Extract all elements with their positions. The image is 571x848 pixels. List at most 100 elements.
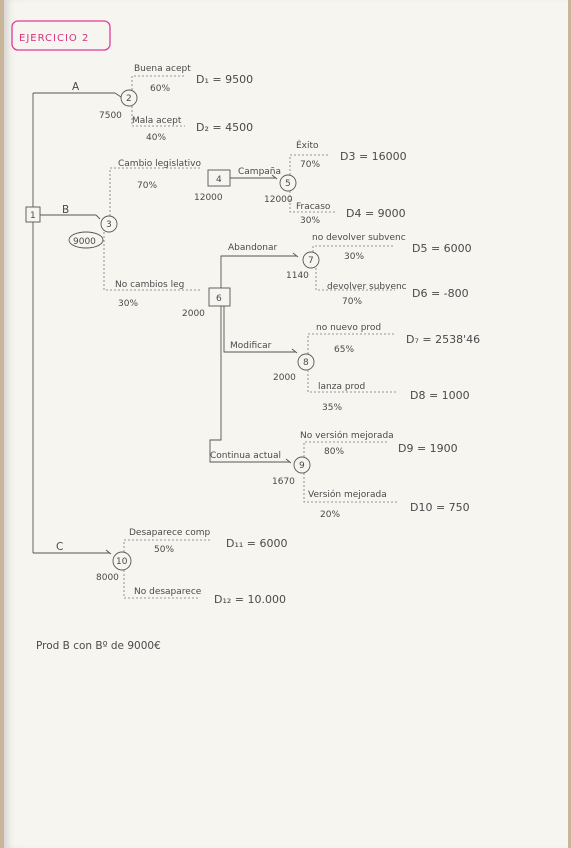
node-8-value: 2000 — [273, 373, 296, 383]
mala-acept-result: D₂ = 4500 — [196, 121, 253, 134]
no-cambios-label: No cambios leg — [115, 280, 184, 290]
no-nuevo-prob: 65% — [334, 345, 354, 355]
no-nuevo-result: D₇ = 2538'46 — [406, 333, 480, 346]
campana-arrow — [271, 174, 278, 180]
node-9-value: 1670 — [272, 477, 295, 487]
exito-label: Éxito — [296, 139, 319, 151]
campana-label: Campaña — [238, 167, 281, 177]
exito-result: D3 = 16000 — [340, 150, 407, 163]
no-devolver-prob: 30% — [344, 252, 364, 262]
no-cambios-prob: 30% — [118, 299, 138, 309]
node-9-label: 9 — [299, 461, 305, 471]
fracaso-prob: 30% — [300, 216, 320, 226]
branch-c-arrow — [105, 549, 112, 555]
continuar-line — [209, 306, 290, 463]
devolver-line — [315, 268, 395, 291]
version-result: D10 = 750 — [410, 501, 470, 514]
branch-c-label: C — [56, 541, 63, 553]
node-8-label: 8 — [303, 358, 309, 368]
lanza-line — [307, 370, 398, 393]
node-1-label: 1 — [30, 211, 36, 221]
exito-prob: 70% — [300, 160, 320, 170]
title-badge: EJERCICIO 2 — [11, 20, 111, 51]
fracaso-label: Fracaso — [296, 202, 331, 212]
lanza-label: lanza prod — [318, 382, 365, 392]
branch-a-arrow — [114, 92, 122, 98]
devolver-label: devolver subvenc — [327, 282, 407, 292]
no-nuevo-label: no nuevo prod — [316, 323, 381, 333]
no-devolver-result: D5 = 6000 — [412, 242, 472, 255]
cambio-leg-line — [109, 167, 200, 216]
fracaso-result: D4 = 9000 — [346, 207, 406, 220]
buena-acept-result: D₁ = 9500 — [196, 73, 253, 86]
chance-node-2 — [120, 89, 138, 107]
buena-acept-line — [131, 75, 185, 90]
node-10-value: 8000 — [96, 573, 119, 583]
no-version-label: No versión mejorada — [300, 430, 394, 441]
node-5-value: 12000 — [264, 195, 293, 205]
decision-node-6 — [208, 287, 231, 307]
fracaso-line — [289, 191, 335, 213]
buena-acept-label: Buena acept — [134, 64, 191, 74]
abandonar-arrow — [292, 252, 299, 258]
devolver-prob: 70% — [342, 297, 362, 307]
chance-node-10 — [112, 551, 132, 571]
no-desaparece-line — [123, 570, 200, 599]
no-devolver-label: no devolver subvenc — [312, 233, 406, 243]
lanza-result: D8 = 1000 — [410, 389, 470, 402]
no-version-result: D9 = 1900 — [398, 442, 458, 455]
no-desaparece-result: D₁₂ = 10.000 — [214, 593, 286, 606]
node-2-value: 7500 — [99, 111, 122, 121]
no-version-line — [303, 441, 388, 457]
paper-sheet — [4, 0, 568, 848]
modificar-arrow — [291, 348, 298, 354]
node-5-label: 5 — [285, 179, 291, 189]
node-6-label: 6 — [216, 294, 222, 304]
chance-node-5 — [279, 174, 297, 192]
no-cambios-line — [103, 232, 200, 291]
node-3-value: 9000 — [73, 237, 96, 247]
chance-node-3 — [100, 215, 118, 233]
node-6-value: 2000 — [182, 309, 205, 319]
lanza-prob: 35% — [322, 403, 342, 413]
continuar-label: Continua actual — [210, 451, 281, 461]
no-version-prob: 80% — [324, 447, 344, 457]
no-devolver-line — [312, 245, 395, 252]
abandonar-line — [220, 255, 297, 288]
devolver-result: D6 = -800 — [412, 287, 469, 300]
no-desaparece-label: No desaparece — [134, 587, 202, 597]
cambio-leg-label: Cambio legislativo — [118, 159, 201, 169]
version-label: Versión mejorada — [308, 489, 387, 500]
branch-b-arrow — [95, 214, 101, 220]
node-3-value-circle — [68, 231, 104, 249]
buena-acept-prob: 60% — [150, 84, 170, 94]
node-7-value: 1140 — [286, 271, 309, 281]
no-nuevo-line — [307, 333, 395, 354]
abandonar-label: Abandonar — [228, 243, 278, 253]
chance-node-7 — [302, 251, 320, 269]
node-3-label: 3 — [106, 220, 112, 230]
modificar-label: Modificar — [230, 341, 272, 351]
mala-acept-label: Mala acept — [132, 116, 182, 126]
desaparece-prob: 50% — [154, 545, 174, 555]
cambio-leg-prob: 70% — [137, 181, 157, 191]
node-2-label: 2 — [126, 94, 132, 104]
page-title: EJERCICIO 2 — [19, 33, 89, 44]
desaparece-line — [123, 539, 210, 552]
node-10-label: 10 — [116, 557, 128, 567]
conclusion-text: Prod B con Bº de 9000€ — [36, 640, 161, 652]
desaparece-label: Desaparece comp — [129, 528, 211, 538]
chance-node-9 — [293, 456, 311, 474]
node-7-label: 7 — [308, 256, 314, 266]
continuar-arrow — [285, 458, 292, 464]
modificar-line — [223, 306, 296, 353]
desaparece-result: D₁₁ = 6000 — [226, 537, 288, 550]
exito-line — [289, 154, 330, 175]
node-4-value: 12000 — [194, 193, 223, 203]
branch-a-label: A — [72, 81, 80, 93]
node-4-label: 4 — [216, 175, 222, 185]
branch-b-label: B — [62, 204, 69, 216]
version-prob: 20% — [320, 510, 340, 520]
mala-acept-line — [131, 106, 185, 127]
